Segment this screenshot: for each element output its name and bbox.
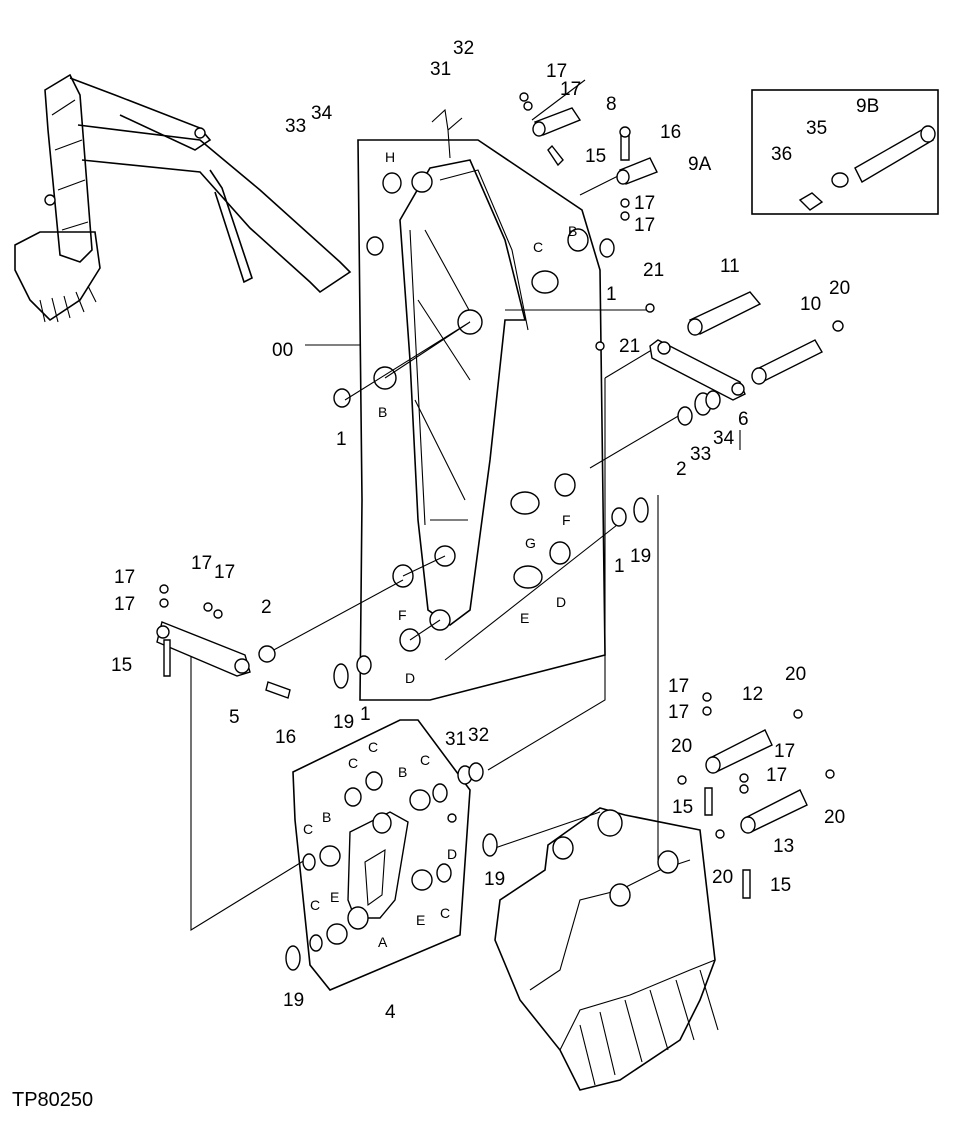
letter-c: C [310, 897, 320, 913]
callout-9b: 9B [856, 96, 879, 117]
letter-d: D [405, 670, 415, 686]
callout-labels: 00 1 1 1 1 2 2 4 5 6 8 9A 9B 10 11 12 13… [111, 38, 879, 1023]
callout-17: 17 [214, 562, 235, 583]
callout-10: 10 [800, 294, 821, 315]
link-5 [156, 584, 291, 699]
drawing-number: TP80250 [12, 1089, 93, 1111]
callout-17: 17 [634, 193, 655, 214]
callout-31: 31 [445, 729, 466, 750]
letter-e: E [520, 610, 529, 626]
letter-c: C [368, 739, 378, 755]
callout-4: 4 [385, 1002, 396, 1023]
callout-15: 15 [585, 146, 606, 167]
callout-15: 15 [770, 875, 791, 896]
callout-13: 13 [773, 836, 794, 857]
letter-h: H [385, 149, 395, 165]
letter-c: C [348, 755, 358, 771]
callout-6: 6 [738, 409, 749, 430]
callout-36: 36 [771, 144, 792, 165]
letter-f: F [398, 607, 407, 623]
arm-bushings [333, 172, 649, 689]
callout-17: 17 [634, 215, 655, 236]
callout-15: 15 [111, 655, 132, 676]
callout-34: 34 [311, 103, 333, 124]
callout-32: 32 [468, 725, 489, 746]
letter-e: E [416, 912, 425, 928]
callout-19: 19 [333, 712, 354, 733]
callout-15: 15 [672, 797, 693, 818]
letter-b: B [398, 764, 407, 780]
callout-12: 12 [742, 684, 763, 705]
callout-17: 17 [668, 702, 689, 723]
pins-12-13 [677, 692, 835, 899]
bucket [494, 807, 719, 1091]
callout-34: 34 [713, 428, 735, 449]
letter-f: F [562, 512, 571, 528]
callout-17: 17 [114, 567, 135, 588]
callout-11: 11 [720, 256, 740, 277]
callout-16: 16 [275, 727, 296, 748]
callout-00: 00 [272, 340, 293, 361]
letter-d: D [556, 594, 566, 610]
callout-20: 20 [824, 807, 845, 828]
inset-box [751, 89, 939, 215]
callout-33: 33 [285, 116, 306, 137]
bushing-letters: H C B B G F E D F D C C B C B C D E C E … [303, 149, 577, 950]
letter-e: E [330, 889, 339, 905]
callout-21: 21 [619, 336, 640, 357]
callout-20: 20 [829, 278, 850, 299]
callout-17: 17 [668, 676, 689, 697]
callout-16: 16 [660, 122, 681, 143]
callout-17: 17 [766, 765, 787, 786]
callout-1: 1 [336, 429, 347, 450]
letter-c: C [420, 752, 430, 768]
callout-2: 2 [261, 597, 272, 618]
leader-lines [190, 79, 741, 931]
excavator-thumbnail [14, 73, 352, 323]
callout-19: 19 [630, 546, 651, 567]
callout-35: 35 [806, 118, 827, 139]
link-assembly-4 [285, 719, 498, 991]
callout-32: 32 [453, 38, 474, 59]
callout-17: 17 [191, 553, 212, 574]
callout-20: 20 [785, 664, 806, 685]
callout-21: 21 [643, 260, 664, 281]
callout-19: 19 [484, 869, 505, 890]
callout-20: 20 [671, 736, 692, 757]
callout-19: 19 [283, 990, 304, 1011]
callout-1: 1 [614, 556, 625, 577]
callout-1: 1 [606, 284, 617, 305]
letter-b: B [322, 809, 331, 825]
leader-31-32 [431, 108, 463, 159]
letter-a: A [378, 934, 388, 950]
letter-b: B [378, 404, 387, 420]
callout-31: 31 [430, 59, 451, 80]
callout-2: 2 [676, 459, 687, 480]
letter-d: D [447, 846, 457, 862]
callout-17: 17 [114, 594, 135, 615]
callout-33: 33 [690, 444, 711, 465]
callout-5: 5 [229, 707, 240, 728]
callout-9a: 9A [688, 154, 712, 175]
link-6-pins [649, 291, 844, 426]
letter-c: C [440, 905, 450, 921]
letter-c: C [533, 239, 543, 255]
callout-1: 1 [360, 704, 371, 725]
callout-8: 8 [606, 94, 617, 115]
pins-8-9a [519, 92, 658, 351]
letter-c: C [303, 821, 313, 837]
callout-17: 17 [774, 741, 795, 762]
letter-g: G [525, 535, 536, 551]
callout-17: 17 [546, 61, 567, 82]
callout-17: 17 [560, 79, 581, 100]
callout-20: 20 [712, 867, 733, 888]
letter-b: B [568, 223, 577, 239]
